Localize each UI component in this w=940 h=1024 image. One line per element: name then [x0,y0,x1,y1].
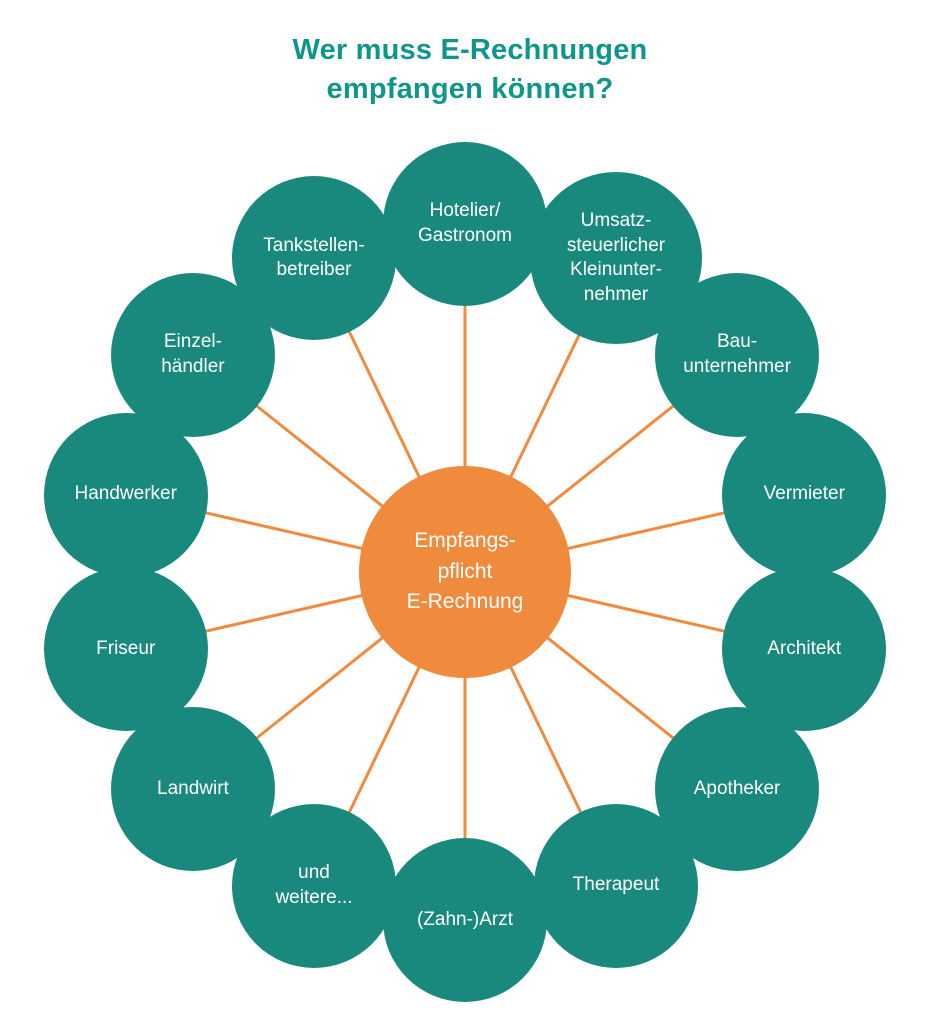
diagram-node: Umsatz- steuerlicher Kleinunter- nehmer [529,172,702,345]
diagram-node: Handwerker [43,412,208,577]
diagram-node: Bau- unternehmer [655,273,820,438]
diagram-node: Friseur [43,567,208,732]
diagram-node: und weitere... [232,803,396,968]
diagram-node: Tankstellen- betreiber [232,176,396,341]
page-title-line1: Wer muss E-Rechnungen [292,34,648,67]
diagram-node: Vermieter [722,412,887,577]
diagram-node: Hotelier/ Gastronom [383,142,547,306]
diagram-node: Architekt [722,567,887,732]
center-node: Empfangs- pflicht E-Rechnung [359,466,571,678]
diagram-node: (Zahn-)Arzt [383,838,547,1002]
diagram-node: Therapeut [533,803,698,968]
diagram-node: Landwirt [110,706,275,871]
page-title-line2: empfangen können? [326,72,614,105]
page-title: Wer muss E-Rechnungen empfangen können? [0,31,940,108]
